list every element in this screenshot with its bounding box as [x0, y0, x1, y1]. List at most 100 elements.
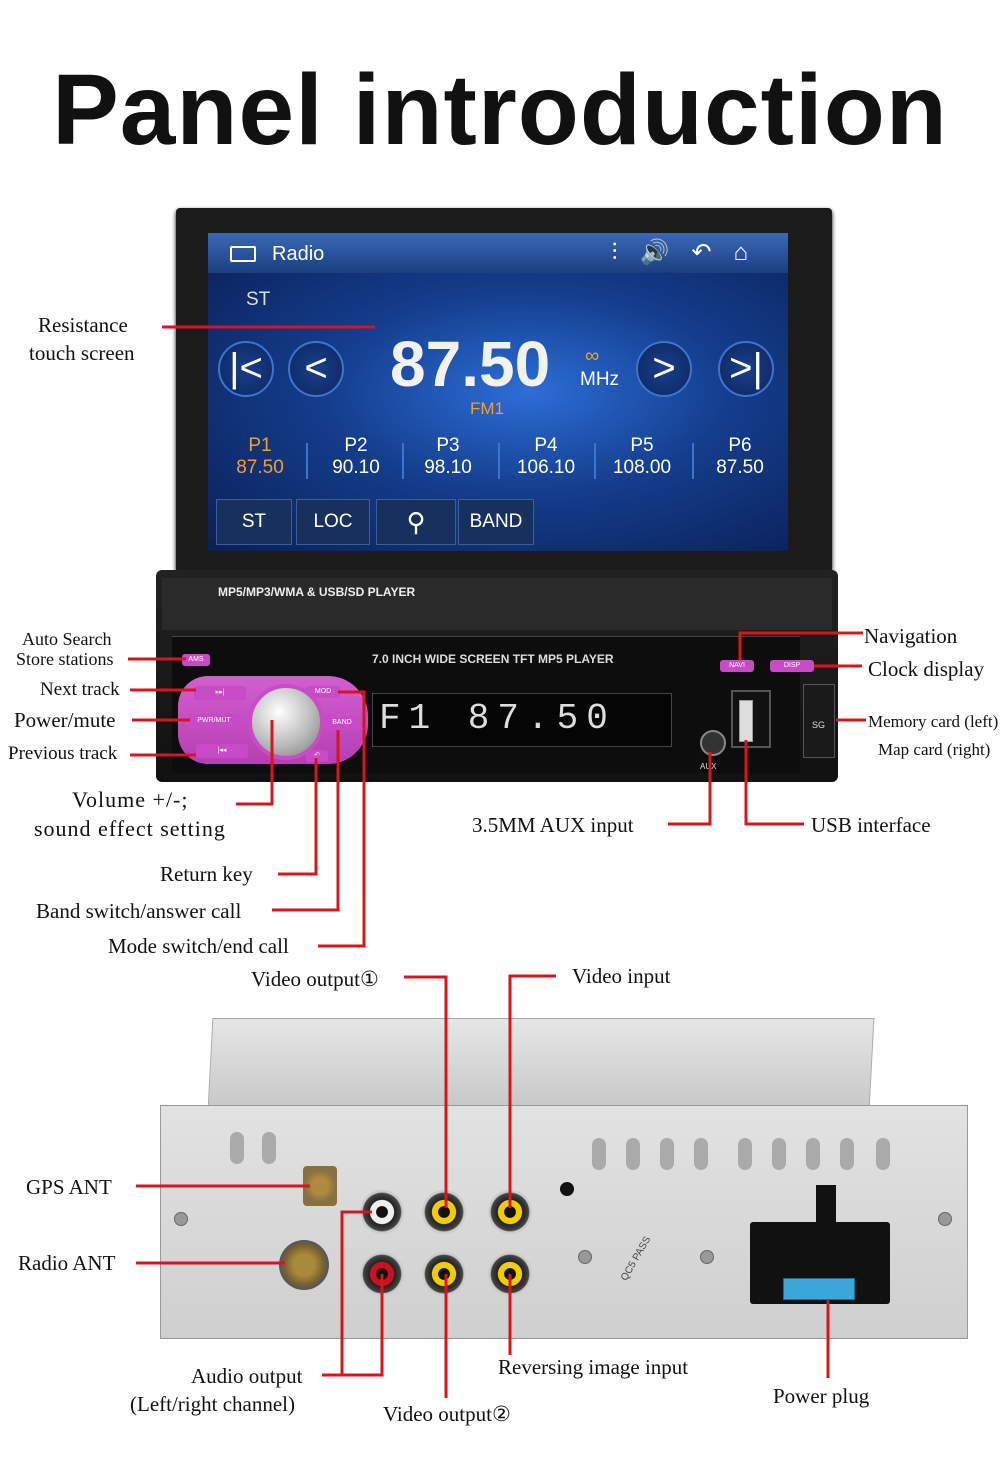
- lcd-display: F1 87.50: [372, 693, 672, 747]
- navi-button[interactable]: NAVI: [720, 660, 754, 672]
- skip-forward-button[interactable]: >|: [718, 341, 774, 397]
- label-radio-ant: Radio ANT: [18, 1251, 116, 1275]
- vent-slot: [772, 1138, 786, 1170]
- next-track-button[interactable]: ▸▸|: [194, 686, 246, 700]
- previous-track-button[interactable]: |◂◂: [196, 744, 248, 758]
- volume-icon[interactable]: 🔊: [639, 239, 692, 266]
- search-icon[interactable]: ⚲: [376, 499, 456, 545]
- sg-text: SG: [812, 720, 826, 730]
- touch-screen[interactable]: Radio ⫶🔊↶⌂ ST |< < > >| 87.50 ∞ MHz FM1 …: [208, 233, 788, 551]
- label-video-output-2: Video output②: [383, 1402, 511, 1426]
- model-text: MP5/MP3/WMA & USB/SD PLAYER: [218, 585, 416, 599]
- preset-separator: [594, 443, 596, 479]
- band-button[interactable]: BAND: [458, 499, 534, 545]
- volume-knob[interactable]: [248, 684, 324, 760]
- vent-slot: [230, 1132, 244, 1164]
- label-navigation: Navigation: [864, 624, 958, 648]
- radio-icon: [230, 246, 256, 262]
- label-clock-display: Clock display: [868, 657, 985, 681]
- power-mute-button[interactable]: PWR/MUT: [188, 714, 240, 728]
- frequency-display: 87.50: [390, 328, 551, 400]
- back-icon[interactable]: ↶: [691, 239, 734, 266]
- screen-app-title: Radio: [272, 243, 325, 265]
- label-reversing: Reversing image input: [498, 1355, 689, 1379]
- hole: [560, 1182, 574, 1196]
- label-memory-card-2: Map card (right): [878, 740, 991, 759]
- preset-separator: [692, 443, 694, 479]
- return-button[interactable]: ↶: [306, 750, 328, 762]
- loc-button[interactable]: LOC: [296, 499, 370, 545]
- mode-button[interactable]: MOD: [306, 686, 340, 698]
- next-button[interactable]: >: [636, 341, 692, 397]
- vent-slot: [660, 1138, 674, 1170]
- preset-separator: [306, 443, 308, 479]
- label-power-mute: Power/mute: [14, 708, 116, 732]
- vent-slot: [626, 1138, 640, 1170]
- prev-button[interactable]: <: [288, 341, 344, 397]
- faceplate-top: [162, 578, 832, 630]
- label-aux-input: 3.5MM AUX input: [472, 813, 634, 837]
- home-icon[interactable]: ⌂: [733, 239, 770, 266]
- sd-card-slot[interactable]: [803, 684, 835, 758]
- vent-slot: [262, 1132, 276, 1164]
- ams-button[interactable]: AMS: [182, 654, 210, 666]
- label-next-track: Next track: [40, 679, 120, 700]
- label-power-plug: Power plug: [773, 1384, 870, 1408]
- frequency-unit: MHz: [580, 369, 620, 390]
- equalizer-icon[interactable]: ⫶: [611, 239, 640, 266]
- aux-jack[interactable]: [700, 730, 726, 756]
- video-output-2-jack[interactable]: [422, 1252, 466, 1296]
- label-video-output-1: Video output①: [251, 967, 379, 991]
- vent-slot: [592, 1138, 606, 1170]
- label-audio-output-2: (Left/right channel): [130, 1392, 296, 1416]
- label-memory-card-1: Memory card (left): [868, 712, 999, 731]
- label-auto-search-1: Auto Search: [22, 629, 112, 649]
- label-audio-output-1: Audio output: [191, 1364, 303, 1388]
- label-previous-track: Previous track: [8, 743, 118, 764]
- power-plug-tab: [816, 1185, 836, 1225]
- preset-separator: [498, 443, 500, 479]
- page-title: Panel introduction: [52, 54, 948, 166]
- band-indicator: FM1: [470, 399, 504, 418]
- screw: [700, 1250, 714, 1264]
- video-output-1-jack[interactable]: [422, 1190, 466, 1234]
- vent-slot: [806, 1138, 820, 1170]
- label-volume-2: sound effect setting: [34, 816, 226, 841]
- radio-antenna-connector[interactable]: [279, 1240, 329, 1290]
- st-button[interactable]: ST: [216, 499, 292, 545]
- vent-slot: [694, 1138, 708, 1170]
- vent-slot: [876, 1138, 890, 1170]
- label-usb-interface: USB interface: [811, 813, 931, 837]
- label-video-input: Video input: [572, 964, 671, 988]
- fuse: [783, 1278, 855, 1300]
- stereo-indicator: ST: [246, 289, 271, 310]
- screw: [938, 1212, 952, 1226]
- screen-toolbar-icons[interactable]: ⫶🔊↶⌂: [612, 238, 771, 267]
- label-band-switch: Band switch/answer call: [36, 899, 242, 923]
- disp-button[interactable]: DISP: [770, 660, 814, 672]
- label-volume-1: Volume +/-;: [72, 787, 189, 812]
- screw: [578, 1250, 592, 1264]
- label-resistance-1: Resistance: [38, 313, 128, 337]
- label-mode-switch: Mode switch/end call: [108, 934, 289, 958]
- label-return-key: Return key: [160, 862, 253, 886]
- screw: [174, 1212, 188, 1226]
- aux-text: AUX: [700, 762, 717, 771]
- band-answer-button[interactable]: BAND: [322, 716, 362, 730]
- label-auto-search-2: Store stations: [16, 649, 114, 669]
- loop-icon: ∞: [585, 345, 600, 367]
- preset-separator: [402, 443, 404, 479]
- vent-slot: [738, 1138, 752, 1170]
- label-gps-ant: GPS ANT: [26, 1175, 112, 1199]
- screen-top-bar: [208, 233, 788, 273]
- skip-back-button[interactable]: |<: [218, 341, 274, 397]
- label-resistance-2: touch screen: [29, 341, 135, 365]
